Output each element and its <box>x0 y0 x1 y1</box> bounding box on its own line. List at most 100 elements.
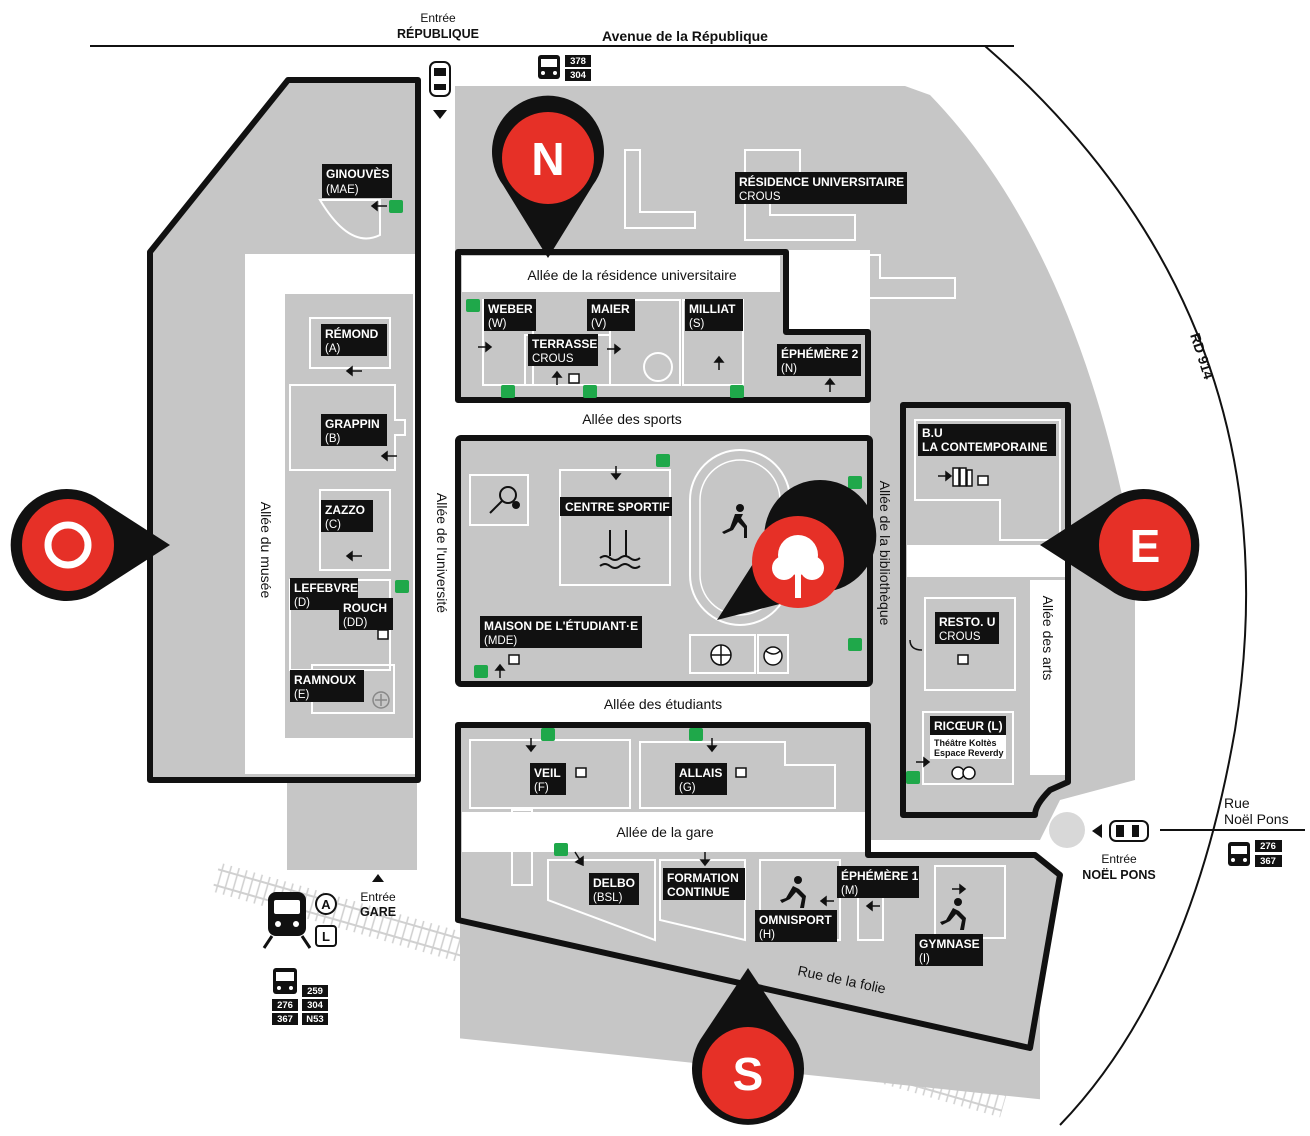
building-zazzo[interactable]: ZAZZO (C) <box>321 500 373 532</box>
svg-text:CONTINUE: CONTINUE <box>667 885 730 899</box>
svg-text:(A): (A) <box>325 343 341 355</box>
building-omnisport[interactable]: OMNISPORT (H) <box>755 910 837 942</box>
allee-bibliotheque-label: Allée de la bibliothèque <box>877 481 893 626</box>
svg-text:(G): (G) <box>679 782 696 794</box>
entree-gare-label-2: GARE <box>360 905 396 919</box>
svg-text:(W): (W) <box>488 318 507 330</box>
allee-sports-label: Allée des sports <box>582 411 682 427</box>
svg-text:(I): (I) <box>919 953 930 965</box>
allee-arts-path <box>1030 580 1065 775</box>
bus-gare-line-2: 276 <box>277 1000 293 1011</box>
svg-text:TERRASSE: TERRASSE <box>532 337 597 351</box>
swimming-pool-icon <box>599 530 641 569</box>
svg-text:RÉSIDENCE UNIVERSITAIRE: RÉSIDENCE UNIVERSITAIRE <box>739 174 904 189</box>
building-ephemere2[interactable]: ÉPHÉMÈRE 2 (N) <box>777 344 861 376</box>
car-noel-pons-icon <box>1092 820 1149 842</box>
allee-etudiants-label: Allée des étudiants <box>604 696 722 712</box>
building-delbo[interactable]: DELBO (BSL) <box>589 873 639 905</box>
building-formation[interactable]: FORMATION CONTINUE <box>663 868 745 900</box>
entree-gare-label-1: Entrée <box>360 890 396 904</box>
svg-text:(D): (D) <box>294 597 310 609</box>
svg-text:(H): (H) <box>759 929 775 941</box>
bike-icon <box>730 385 744 398</box>
entree-noel-pons-label-2: NOËL PONS <box>1082 867 1155 882</box>
bus-gare-line-5: N53 <box>306 1014 323 1025</box>
svg-text:RÉMOND: RÉMOND <box>325 326 379 341</box>
svg-text:MAIER: MAIER <box>591 302 630 316</box>
building-gymnase[interactable]: GYMNASE (I) <box>915 934 983 966</box>
building-veil[interactable]: VEIL (F) <box>530 763 566 795</box>
entree-republique-label-1: Entrée <box>420 11 456 25</box>
bus-noel-pons-line-1: 276 <box>1260 841 1276 852</box>
building-maier[interactable]: MAIER (V) <box>587 299 635 331</box>
building-ginouves[interactable]: GINOUVÈS (MAE) <box>322 164 392 198</box>
svg-text:Théâtre Koltès: Théâtre Koltès <box>934 738 997 748</box>
svg-text:GYMNASE: GYMNASE <box>919 937 980 951</box>
bike-icon <box>848 638 862 651</box>
coffee-icon <box>568 373 580 384</box>
svg-text:(B): (B) <box>325 433 341 445</box>
building-centre-sportif[interactable]: CENTRE SPORTIF <box>560 497 672 516</box>
svg-text:MAISON DE L'ÉTUDIANT·E: MAISON DE L'ÉTUDIANT·E <box>484 618 638 633</box>
allee-musee-label: Allée du musée <box>258 502 274 599</box>
pin-south: S <box>691 968 804 1125</box>
svg-text:(S): (S) <box>689 318 705 330</box>
svg-text:DELBO: DELBO <box>593 876 635 890</box>
transilien-badge <box>315 925 337 947</box>
svg-text:(M): (M) <box>841 885 858 897</box>
svg-text:(C): (C) <box>325 519 341 531</box>
bike-icon <box>501 385 515 398</box>
omnisport-running-icon <box>780 876 806 908</box>
building-terrasse[interactable]: TERRASSE CROUS <box>528 334 598 366</box>
svg-text:N: N <box>531 133 564 185</box>
rue-noel-pons-label-1: Rue <box>1224 795 1250 811</box>
train-icon <box>262 892 312 949</box>
building-ephemere1[interactable]: ÉPHÉMÈRE 1 (M) <box>837 866 919 898</box>
building-grappin[interactable]: GRAPPIN (B) <box>321 414 387 446</box>
building-ramnoux[interactable]: RAMNOUX (E) <box>290 670 364 702</box>
pin-east: E <box>1040 489 1200 601</box>
building-resto[interactable]: RESTO. U CROUS <box>935 612 999 644</box>
allee-universite-label: Allée de l'université <box>434 493 450 613</box>
building-mde[interactable]: MAISON DE L'ÉTUDIANT·E (MDE) <box>480 616 642 648</box>
bike-icon <box>906 771 920 784</box>
svg-text:(BSL): (BSL) <box>593 892 623 904</box>
svg-text:(F): (F) <box>534 782 549 794</box>
bike-icon <box>848 476 862 489</box>
svg-text:OMNISPORT: OMNISPORT <box>759 913 832 927</box>
building-allais[interactable]: ALLAIS (G) <box>675 763 727 795</box>
building-bu[interactable]: B.U LA CONTEMPORAINE <box>918 424 1056 456</box>
park-tree-pin-icon <box>717 479 877 620</box>
roundabout <box>1049 812 1085 848</box>
building-rouch[interactable]: ROUCH (DD) <box>339 598 393 630</box>
coffee-icon <box>977 475 989 486</box>
svg-text:ROUCH: ROUCH <box>343 601 387 615</box>
car-republique-icon <box>429 61 451 119</box>
gymnase-running-icon <box>940 898 966 930</box>
bus-gare-line-1: 259 <box>307 986 323 997</box>
bus-republique-line-1: 378 <box>570 56 586 67</box>
rer-line-label: A <box>321 897 331 912</box>
svg-text:(MDE): (MDE) <box>484 635 517 647</box>
rer-badge <box>315 893 337 915</box>
svg-text:(DD): (DD) <box>343 617 367 629</box>
bus-gare-line-4: 367 <box>277 1014 293 1025</box>
south-west-zone <box>287 780 417 870</box>
building-milliat[interactable]: MILLIAT (S) <box>685 299 743 331</box>
coffee-icon <box>735 767 747 778</box>
allee-residence-label: Allée de la résidence universitaire <box>527 267 737 283</box>
building-weber[interactable]: WEBER (W) <box>484 299 536 331</box>
bike-icon <box>395 580 409 593</box>
bike-icon <box>689 728 703 741</box>
svg-text:(N): (N) <box>781 363 797 375</box>
volleyball-icon <box>763 646 783 666</box>
building-remond[interactable]: RÉMOND (A) <box>321 324 387 356</box>
building-ricoeur[interactable]: RICŒUR (L) Théâtre Koltès Espace Reverdy <box>930 716 1006 759</box>
bike-parking-icons <box>389 200 920 856</box>
svg-text:E: E <box>1130 520 1161 572</box>
building-residence[interactable]: RÉSIDENCE UNIVERSITAIRE CROUS <box>735 172 907 204</box>
svg-text:ALLAIS: ALLAIS <box>679 766 722 780</box>
svg-text:LEFEBVRE: LEFEBVRE <box>294 581 358 595</box>
running-icon <box>722 504 747 538</box>
rue-noel-pons-label-2: Noël Pons <box>1224 811 1289 827</box>
